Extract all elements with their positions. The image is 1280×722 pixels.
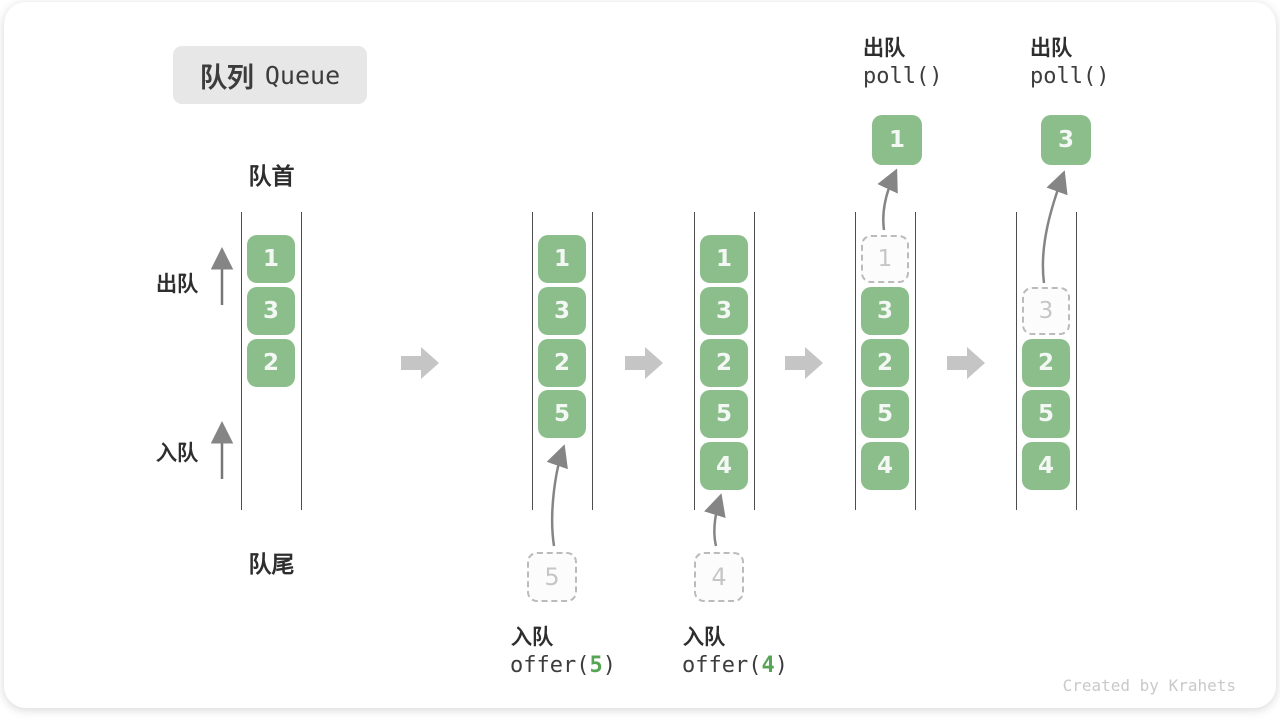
queue-column: 1 3 2 xyxy=(241,212,302,510)
queue-cell: 5 xyxy=(700,390,748,438)
staged-value-box: 5 xyxy=(527,552,577,602)
offer-arg: 5 xyxy=(589,653,603,678)
queue-cell: 4 xyxy=(1022,442,1070,490)
queue-cell: 2 xyxy=(538,339,586,387)
queue-cell: 3 xyxy=(861,287,909,335)
flow-arrow-icon xyxy=(785,347,823,379)
flow-arrow-icon xyxy=(401,347,439,379)
title-en: Queue xyxy=(264,60,341,90)
queue-cell: 3 xyxy=(247,287,295,335)
dequeue-op-label: 出队 xyxy=(1030,36,1072,60)
queue-cell: 5 xyxy=(1022,390,1070,438)
poll-code-label: poll() xyxy=(863,64,943,89)
queue-cell: 4 xyxy=(861,442,909,490)
queue-cell: 4 xyxy=(700,442,748,490)
queue-cell: 5 xyxy=(538,390,586,438)
queue-column: 1 3 2 5 4 xyxy=(855,212,916,510)
flow-arrow-icon xyxy=(947,347,985,379)
queue-cell: 2 xyxy=(700,339,748,387)
queue-column: 3 2 5 4 xyxy=(1016,212,1077,510)
queue-cell: 3 xyxy=(538,287,586,335)
offer-arg: 4 xyxy=(761,653,775,678)
polled-value-box: 3 xyxy=(1041,115,1091,165)
queue-tail-label: 队尾 xyxy=(248,552,295,578)
offer-close: ) xyxy=(602,653,616,678)
offer-code-label: offer(5) xyxy=(510,653,616,678)
title-badge: 队列 Queue xyxy=(173,46,367,104)
queue-cell: 2 xyxy=(247,339,295,387)
enqueue-label: 入队 xyxy=(156,441,198,465)
dequeue-label: 出队 xyxy=(156,272,198,296)
arrows-overlay xyxy=(210,168,1068,547)
offer-fn: offer( xyxy=(510,653,590,678)
enqueue-op-label: 入队 xyxy=(683,625,725,649)
queue-cell-removed: 1 xyxy=(861,235,909,283)
offer-close: ) xyxy=(774,653,788,678)
queue-cell: 1 xyxy=(247,235,295,283)
queue-cell: 5 xyxy=(861,390,909,438)
queue-cell: 2 xyxy=(1022,339,1070,387)
enqueue-op-label: 入队 xyxy=(511,625,553,649)
diagram-card: 队列 Queue 队首 队尾 出队 入队 1 3 2 1 3 2 5 1 3 2… xyxy=(4,2,1276,708)
queue-cell: 1 xyxy=(700,235,748,283)
polled-value-box: 1 xyxy=(872,115,922,165)
queue-column: 1 3 2 5 4 xyxy=(694,212,755,510)
queue-cell: 2 xyxy=(861,339,909,387)
queue-cell: 1 xyxy=(538,235,586,283)
queue-cell-removed: 3 xyxy=(1022,287,1070,335)
queue-column: 1 3 2 5 xyxy=(532,212,593,510)
staged-value-box: 4 xyxy=(694,552,744,602)
queue-cell: 3 xyxy=(700,287,748,335)
poll-code-label: poll() xyxy=(1030,64,1110,89)
queue-head-label: 队首 xyxy=(248,164,295,190)
watermark-credit: Created by Krahets xyxy=(1062,676,1236,695)
flow-arrow-icon xyxy=(625,347,663,379)
offer-code-label: offer(4) xyxy=(682,653,788,678)
offer-fn: offer( xyxy=(682,653,762,678)
title-zh: 队列 xyxy=(199,62,254,94)
dequeue-op-label: 出队 xyxy=(863,36,905,60)
